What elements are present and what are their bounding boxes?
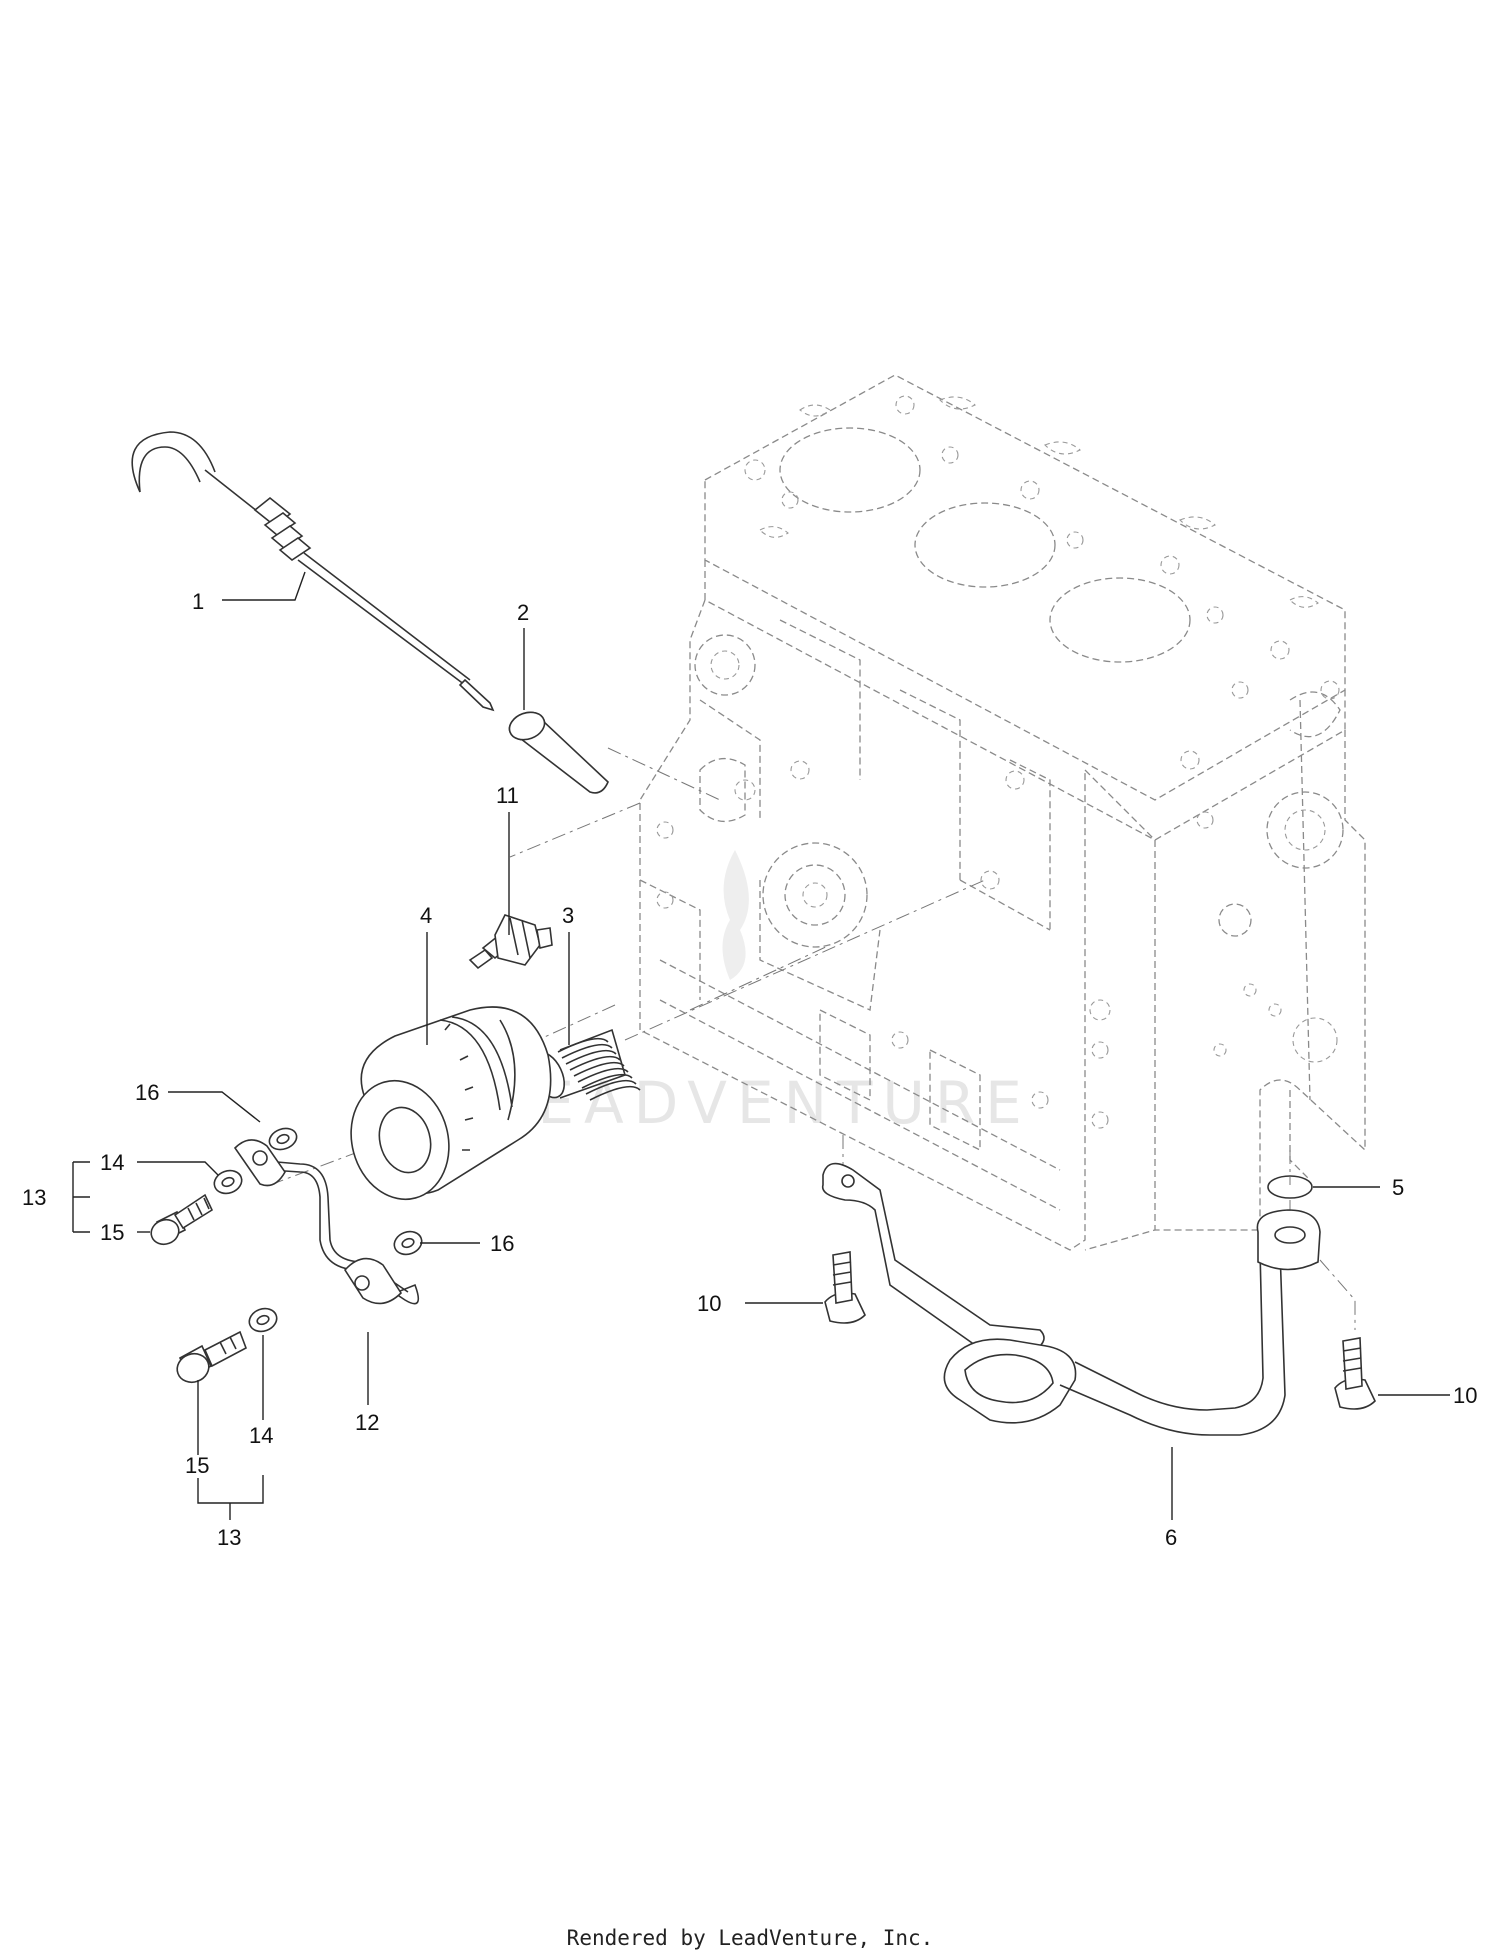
callout-10-right: 10: [1453, 1383, 1477, 1408]
leader-lines: [72, 571, 1450, 1520]
watermark-text: LEADVENTURE: [495, 1069, 1032, 1137]
callout-13-bottom: 13: [217, 1525, 241, 1550]
part-10-bolts: [824, 1251, 1376, 1410]
callouts: 1 2 11 3 4 16 14 13 15 16 12 14 15 13 5 …: [22, 589, 1477, 1550]
part-15-banjo-bolts: [150, 1193, 247, 1384]
engine-block: [639, 374, 1366, 1251]
part-11-oil-pressure-switch: [468, 914, 553, 970]
callout-4: 4: [420, 903, 432, 928]
callout-6: 6: [1165, 1525, 1177, 1550]
callout-14-top: 14: [100, 1150, 124, 1175]
callout-1: 1: [192, 589, 204, 614]
part-6-oil-strainer: [821, 1162, 1321, 1436]
callout-15-top: 15: [100, 1220, 124, 1245]
callout-16-right: 16: [490, 1231, 514, 1256]
footer-credit: Rendered by LeadVenture, Inc.: [566, 1926, 934, 1950]
callout-12: 12: [355, 1410, 379, 1435]
callout-11: 11: [496, 783, 519, 808]
callout-13-left: 13: [22, 1185, 46, 1210]
part-16-washers: [268, 1127, 423, 1256]
callout-3: 3: [562, 903, 574, 928]
part-14-washers: [213, 1169, 278, 1333]
part-4-oil-filter: [350, 1006, 552, 1201]
callout-10-left: 10: [697, 1291, 721, 1316]
callout-16-top: 16: [135, 1080, 159, 1105]
callout-2: 2: [517, 600, 529, 625]
part-5-o-ring: [1267, 1175, 1313, 1199]
callout-14-bottom: 14: [249, 1423, 273, 1448]
callout-5: 5: [1392, 1175, 1404, 1200]
part-1-dipstick: [131, 431, 495, 712]
part-12-oil-pipe: [233, 1139, 420, 1305]
part-2-tube: [508, 711, 609, 794]
callout-15-bottom: 15: [185, 1453, 209, 1478]
